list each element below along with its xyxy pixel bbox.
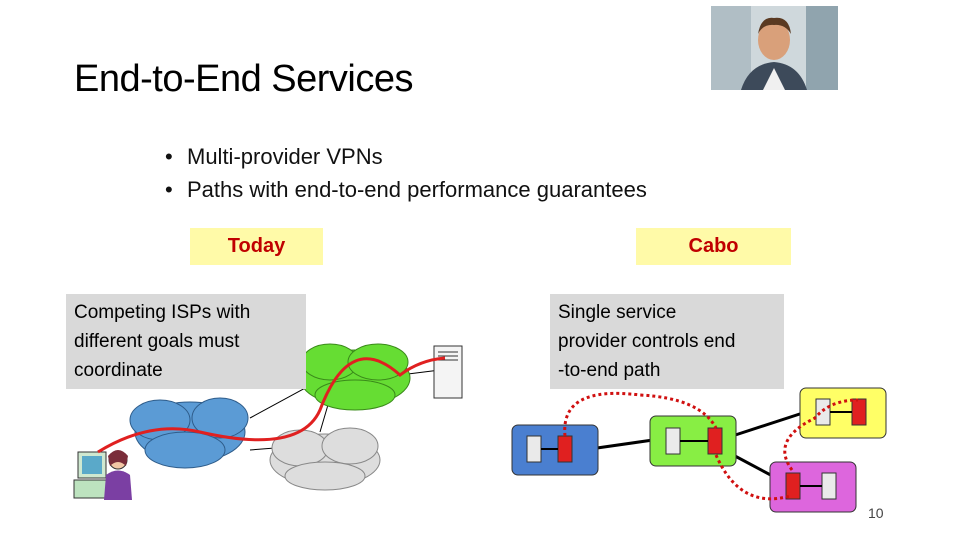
magenta-domain-box [769,461,857,513]
slide-title: End-to-End Services [74,58,414,100]
today-network [73,343,463,500]
user-at-computer-icon [73,450,132,500]
callout-line: Single service [558,302,677,323]
blue-domain-box [511,424,599,476]
bullet-text: Multi-provider VPNs [187,144,383,169]
callout-line: Competing ISPs with [74,302,251,323]
yellow-domain-box [799,387,887,439]
portrait-photo [711,6,838,90]
callout-line: different goals must [74,331,240,352]
cabo-label: Cabo [636,228,791,265]
callout-line: coordinate [74,360,163,381]
gray-cloud [269,427,381,491]
bullet-text: Paths with end-to-end performance guaran… [187,177,647,202]
callout-single-provider: Single service provider controls end -to… [550,294,784,389]
callout-competing-isps: Competing ISPs with different goals must… [66,294,306,389]
today-path [97,356,446,454]
bullet-list: •Multi-provider VPNs •Paths with end-to-… [165,140,647,206]
green-domain-box [649,415,737,467]
cabo-path [563,391,859,501]
bullet-item: •Multi-provider VPNs [165,144,383,169]
blue-cloud [129,397,249,469]
server-icon [433,345,463,399]
bullet-item: •Paths with end-to-end performance guara… [165,177,647,202]
cabo-network [511,387,887,513]
green-cloud [299,343,411,411]
callout-line: provider controls end [558,331,736,352]
page-number: 10 [868,505,884,521]
callout-line: -to-end path [558,360,661,381]
today-label: Today [190,228,323,265]
